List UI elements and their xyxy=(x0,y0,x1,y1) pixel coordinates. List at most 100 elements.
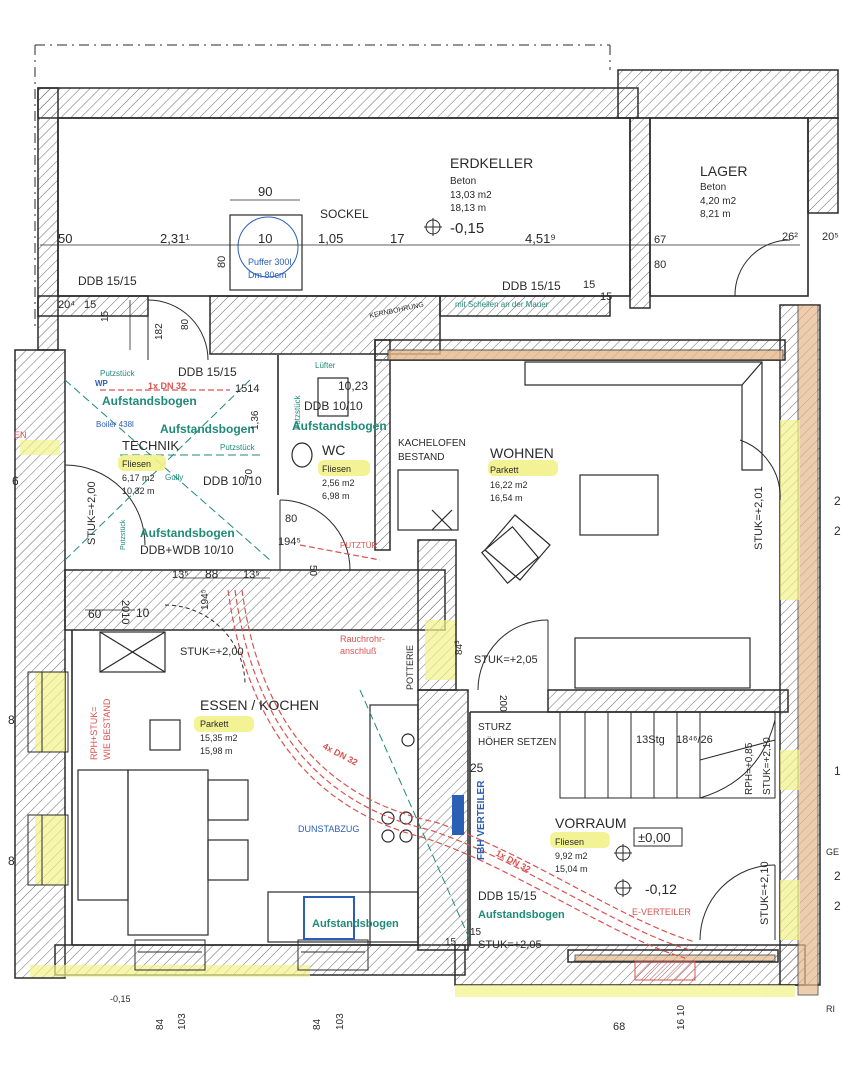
erdkeller-name: ERDKELLER xyxy=(450,155,533,171)
gully-label: Gully xyxy=(165,473,183,482)
ddb-label-3: DDB 15/15 xyxy=(178,365,237,379)
dim-10: 10 xyxy=(258,231,272,246)
bestand-label: BESTAND xyxy=(398,452,445,463)
wc-material: Fliesen xyxy=(322,464,351,474)
dim-50b: 50 xyxy=(307,565,318,577)
furniture xyxy=(77,214,763,946)
technik-perimeter: 10,32 m xyxy=(122,486,155,496)
dim-90: 90 xyxy=(258,184,272,199)
dn32-4x-label: 4x DN 32 xyxy=(321,741,359,768)
putzstueck-label-3: Putzstück xyxy=(293,394,302,430)
rph-stuk-label: RPH+STUK= xyxy=(89,706,99,760)
wohnen-area: 16,22 m2 xyxy=(490,480,528,490)
boiler-label: Boiler 438l xyxy=(96,420,134,429)
ddb-label-1: DDB 15/15 xyxy=(78,274,137,288)
doors xyxy=(64,239,791,941)
aufstandsbogen-label-4: Aufstandsbogen xyxy=(140,526,235,540)
mit-schellen-label: mit Schellen an der Mauer xyxy=(455,300,549,309)
dim-1945b: 194⁵ xyxy=(200,589,211,610)
puffer-dm-label: Dm 80cm xyxy=(248,270,287,280)
wohnen-name: WOHNEN xyxy=(490,445,554,461)
dim-10b: 10 xyxy=(136,606,150,620)
ddb-label-4: DDB 15/15 xyxy=(478,889,537,903)
edge-8: 8 xyxy=(8,713,15,727)
stuk-210-label-2: STUK=+2,10 xyxy=(759,861,771,925)
dimension-lines xyxy=(40,199,800,611)
hoeher-label: HÖHER SETZEN xyxy=(478,736,556,748)
dim-70: 70 xyxy=(244,468,255,480)
vorraum-level: -0,12 xyxy=(645,881,677,897)
dim-25: 25 xyxy=(470,761,484,775)
dim-80b: 80 xyxy=(180,318,191,330)
vorraum-level-zero: ±0,00 xyxy=(638,830,670,845)
stuk-205-label-1: STUK=+2,05 xyxy=(474,654,538,666)
puffer-label: Puffer 300l xyxy=(248,257,291,267)
erdkeller-level: -0,15 xyxy=(450,220,484,237)
dim-451: 4,51⁹ xyxy=(525,231,556,246)
stuk-201-label: STUK=+2,01 xyxy=(753,486,765,550)
dim-15d: 15 xyxy=(100,310,111,322)
dim-843: 84³ xyxy=(454,640,465,655)
dim-84: 84 xyxy=(155,1018,166,1030)
sockel-label: SOCKEL xyxy=(320,207,369,221)
edge-2a: 2 xyxy=(834,494,841,508)
erdkeller-material: Beton xyxy=(450,176,476,187)
lager-area: 4,20 m2 xyxy=(700,196,737,207)
stuk-210-label-1: STUK=+2,10 xyxy=(762,737,773,795)
sturz-label: STURZ xyxy=(478,722,511,733)
rph-label: RPH=+0,85 xyxy=(744,742,755,795)
wp-label: WP xyxy=(95,379,109,388)
stuk-205-label-2: STUK=+2,05 xyxy=(478,939,542,951)
dim-2010: 2010 xyxy=(119,600,131,624)
aufstandsbogen-label-3: Aufstandsbogen xyxy=(292,419,387,433)
dim-262: 26² xyxy=(782,231,798,243)
property-lines xyxy=(34,44,611,330)
aufstandsbogen-label-6: Aufstandsbogen xyxy=(478,909,565,921)
wie-bestand-label: WIE BESTAND xyxy=(102,698,112,760)
lager-material: Beton xyxy=(700,182,726,193)
putzstueck-label-4: Putzstück xyxy=(120,519,127,550)
teal-dashed xyxy=(64,379,471,941)
stairs xyxy=(559,711,776,799)
dim-80c: 80 xyxy=(216,256,228,268)
walls xyxy=(14,69,839,986)
dim-15c: 15 xyxy=(600,291,612,303)
edge-ge: GE xyxy=(826,847,839,857)
stg-dim-label: 18⁴⁶/26 xyxy=(676,734,713,746)
level-zero-box xyxy=(633,827,683,847)
stuk-200-label-1: STUK=+2,00 xyxy=(86,481,98,545)
yellow-infill xyxy=(20,420,800,997)
dim-15a: 15 xyxy=(84,299,96,311)
stuk-200-label-2: STUK=+2,00 xyxy=(180,646,244,658)
aufstandsbogen-label-1: Aufstandsbogen xyxy=(102,394,197,408)
dim-1514: 1514 xyxy=(235,383,259,395)
wohnen-perimeter: 16,54 m xyxy=(490,493,523,503)
technik-area: 6,17 m2 xyxy=(122,473,155,483)
ddb-label-2: DDB 15/15 xyxy=(502,279,561,293)
dim-68: 68 xyxy=(613,1021,625,1033)
anschluss-label: anschluß xyxy=(340,646,377,656)
wc-perimeter: 6,98 m xyxy=(322,491,350,501)
putzstueck-label-2: Putzstück xyxy=(220,443,256,452)
essen-perimeter: 15,98 m xyxy=(200,746,233,756)
dim-15e: 15 xyxy=(445,937,457,948)
dim-80-wc: 80 xyxy=(285,513,297,525)
erdkeller-area: 13,03 m2 xyxy=(450,190,492,201)
edge-en: EN xyxy=(14,430,27,440)
technik-name: TECHNIK xyxy=(122,438,179,453)
erdkeller-perimeter: 18,13 m xyxy=(450,203,486,214)
dim-80: 80 xyxy=(654,259,666,271)
dim-20-4: 20⁴ xyxy=(58,299,75,311)
dim-200: 200 xyxy=(497,695,508,712)
vorraum-name: VORRAUM xyxy=(555,815,627,831)
edge-1: 1 xyxy=(834,764,841,778)
wc-area: 2,56 m2 xyxy=(322,478,355,488)
kachelofen-label: KACHELOFEN xyxy=(398,438,466,449)
edge-6: 6 xyxy=(12,474,19,488)
dim-205: 20⁵ xyxy=(822,231,839,243)
aufstandsbogen-label-5: Aufstandsbogen xyxy=(312,918,399,930)
stg-label: 13Stg xyxy=(636,734,665,746)
fbh-label: FBH VERTEILER xyxy=(476,780,487,860)
